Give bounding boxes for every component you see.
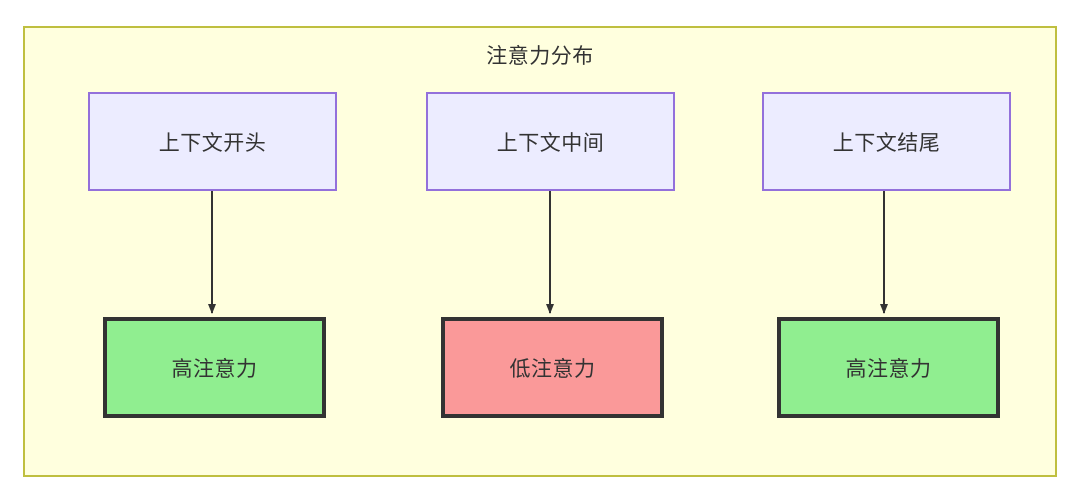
node-context-end-label: 上下文结尾 bbox=[832, 131, 941, 155]
node-attention-high-end-label: 高注意力 bbox=[845, 357, 932, 381]
node-attention-high-end[interactable]: 高注意力 bbox=[777, 317, 1000, 418]
node-attention-high-start[interactable]: 高注意力 bbox=[103, 317, 326, 418]
node-context-middle[interactable]: 上下文中间 bbox=[426, 92, 675, 191]
node-context-middle-label: 上下文中间 bbox=[496, 131, 605, 155]
node-context-end[interactable]: 上下文结尾 bbox=[762, 92, 1011, 191]
node-attention-low-middle-label: 低注意力 bbox=[509, 357, 596, 381]
node-context-start[interactable]: 上下文开头 bbox=[88, 92, 337, 191]
node-attention-low-middle[interactable]: 低注意力 bbox=[441, 317, 664, 418]
node-attention-high-start-label: 高注意力 bbox=[171, 357, 258, 381]
subgraph-title: 注意力分布 bbox=[486, 45, 594, 68]
node-context-start-label: 上下文开头 bbox=[158, 131, 267, 155]
